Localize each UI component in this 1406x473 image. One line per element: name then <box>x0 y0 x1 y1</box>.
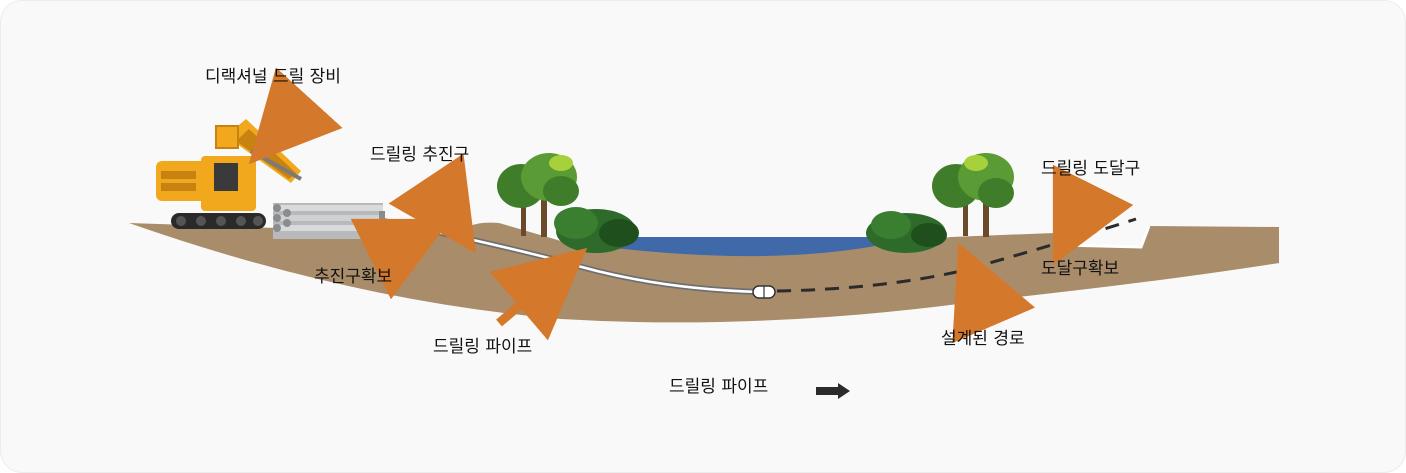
label-equipment: 디랙셔널 드릴 장비 <box>205 67 341 87</box>
arrow-equipment <box>248 67 343 165</box>
legend-label: 드릴링 파이프 <box>669 377 769 397</box>
drill-head <box>752 285 776 299</box>
label-exit-pit: 도달구확보 <box>1041 259 1120 279</box>
arrow-pipe <box>489 247 588 341</box>
bush-left <box>554 207 639 253</box>
exit-pit <box>1052 225 1151 249</box>
label-pipe: 드릴링 파이프 <box>433 337 533 357</box>
arrow-entry <box>388 153 476 254</box>
label-path: 설계된 경로 <box>941 329 1025 349</box>
trees-right <box>932 153 1014 237</box>
arrow-exit <box>1052 164 1134 266</box>
arrow-entry-pit <box>350 218 452 300</box>
trees-left <box>497 153 579 237</box>
label-exit: 드릴링 도달구 <box>1041 159 1141 179</box>
pointer-arrows <box>248 67 1134 344</box>
bush-right <box>866 211 947 253</box>
pipe-stack <box>273 203 385 243</box>
legend-arrow-icon <box>816 383 850 399</box>
arrow-path <box>952 242 1036 344</box>
label-entry: 드릴링 추진구 <box>370 145 470 165</box>
label-entry-pit: 추진구확보 <box>314 267 393 287</box>
